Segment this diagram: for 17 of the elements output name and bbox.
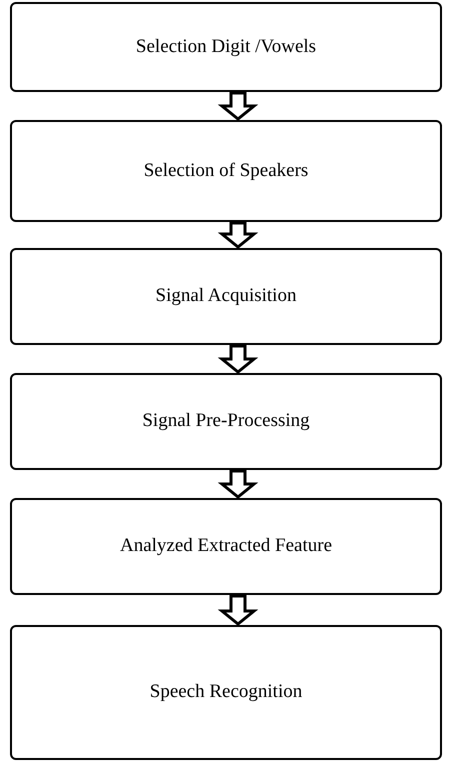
step-label: Analyzed Extracted Feature	[120, 534, 332, 558]
process-box	[10, 2, 442, 92]
block-arrow	[218, 222, 258, 249]
process-box	[10, 498, 442, 595]
step-label: Selection Digit /Vowels	[136, 34, 316, 59]
block-arrow	[218, 92, 258, 121]
process-box	[10, 248, 442, 345]
block-arrow	[218, 344, 258, 374]
process-box	[10, 625, 442, 760]
step-label: Speech Recognition	[150, 680, 302, 704]
step-label: Signal Acquisition	[156, 284, 296, 308]
process-box	[10, 373, 442, 470]
process-box	[10, 120, 442, 222]
block-arrow	[218, 594, 258, 626]
block-arrow	[218, 470, 258, 499]
step-label: Signal Pre-Processing	[142, 409, 310, 434]
step-label: Selection of Speakers	[144, 158, 308, 183]
